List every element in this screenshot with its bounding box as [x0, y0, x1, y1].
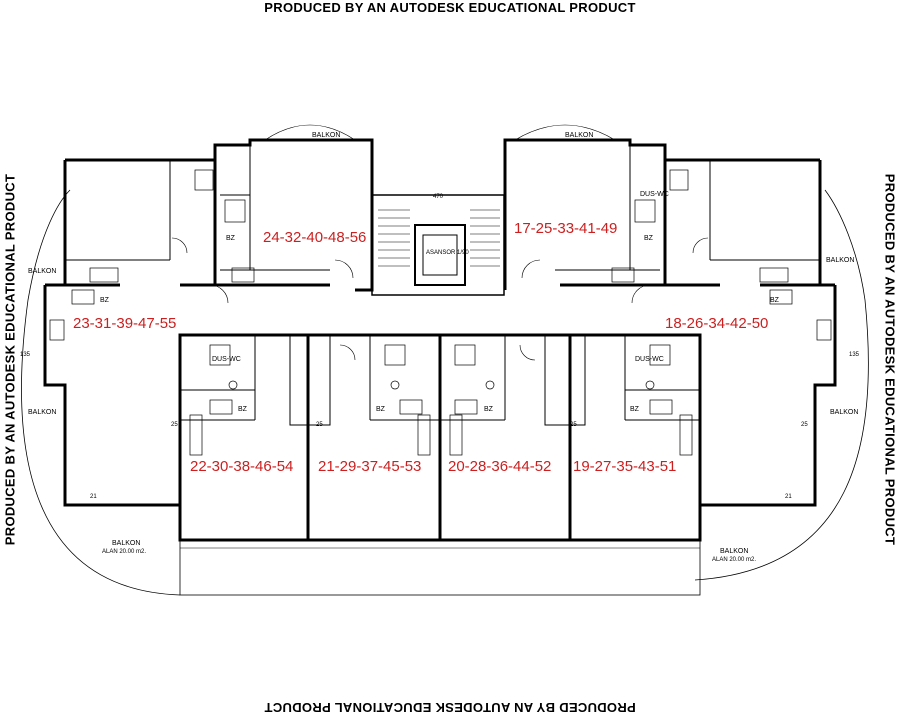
bay-arc-top-right	[514, 124, 616, 141]
room-label-balkon: BALKON	[28, 409, 56, 416]
unit-label-bottom-2: 21-29-37-45-53	[318, 458, 421, 475]
door-swings	[171, 237, 709, 361]
dimension-25: 25	[316, 422, 323, 428]
unit-label-top-left: 24-32-40-48-56	[263, 229, 366, 246]
room-label-dus-wc: DUS-WC	[640, 191, 669, 198]
wall-left-wing	[43, 285, 180, 507]
unit-label-bottom-4: 19-27-35-43-51	[573, 458, 676, 475]
room-label-bz: BZ	[484, 406, 494, 413]
dimension-470: 470	[433, 194, 444, 200]
fixtures	[49, 169, 832, 456]
wall-right-wing	[700, 285, 837, 507]
room-label-balkon: BALKON	[565, 132, 593, 139]
room-label-bz: BZ	[630, 406, 640, 413]
stair-treads	[378, 209, 500, 267]
watermark-top: PRODUCED BY AN AUTODESK EDUCATIONAL PROD…	[264, 0, 636, 15]
room-label-bz: BZ	[770, 297, 780, 304]
room-label-dus-wc: DUS-WC	[635, 356, 664, 363]
outer-balcony-curve-right	[694, 189, 869, 581]
bottom-balcony	[179, 539, 701, 596]
room-label-bz: BZ	[376, 406, 386, 413]
elevator-shaft	[414, 224, 466, 286]
unit-label-bottom-3: 20-28-36-44-52	[448, 458, 551, 475]
dimension-25: 25	[171, 422, 178, 428]
bay-arc-top-left	[264, 124, 356, 141]
wall-top-left-unit	[65, 138, 374, 292]
elevator-car	[422, 234, 458, 276]
dimension-25: 25	[801, 422, 808, 428]
dimension-135: 135	[849, 352, 860, 358]
dimension-21: 21	[90, 494, 97, 500]
area-label-left: ALAN 20.00 m2.	[102, 549, 146, 555]
area-label-right: ALAN 20.00 m2.	[712, 557, 756, 563]
room-label-balkon: BALKON	[720, 548, 748, 555]
corridor-shaft	[544, 334, 586, 426]
room-label-bz: BZ	[644, 235, 654, 242]
room-label-bz: BZ	[226, 235, 236, 242]
room-label-balkon: BALKON	[830, 409, 858, 416]
unit-label-bottom-1: 22-30-38-46-54	[190, 458, 293, 475]
room-label-balkon: BALKON	[826, 257, 854, 264]
room-label-bz: BZ	[238, 406, 248, 413]
unit-label-top-right: 17-25-33-41-49	[514, 220, 617, 237]
room-label-balkon: BALKON	[28, 268, 56, 275]
room-label-bz: BZ	[100, 297, 110, 304]
corridor-shaft	[289, 334, 331, 426]
dimension-21: 21	[785, 494, 792, 500]
room-label-balkon: BALKON	[112, 540, 140, 547]
dimension-135: 135	[20, 352, 31, 358]
outer-balcony-curve-left	[21, 189, 181, 596]
wall-top-right-unit	[503, 138, 820, 290]
dimension-25: 25	[570, 422, 577, 428]
unit-label-left-wing: 23-31-39-47-55	[73, 315, 176, 332]
room-label-dus-wc: DUS-WC	[212, 356, 241, 363]
unit-label-right-wing: 18-26-34-42-50	[665, 315, 768, 332]
elevator-label: ASANSOR 1/90	[426, 250, 469, 256]
room-label-balkon: BALKON	[312, 132, 340, 139]
